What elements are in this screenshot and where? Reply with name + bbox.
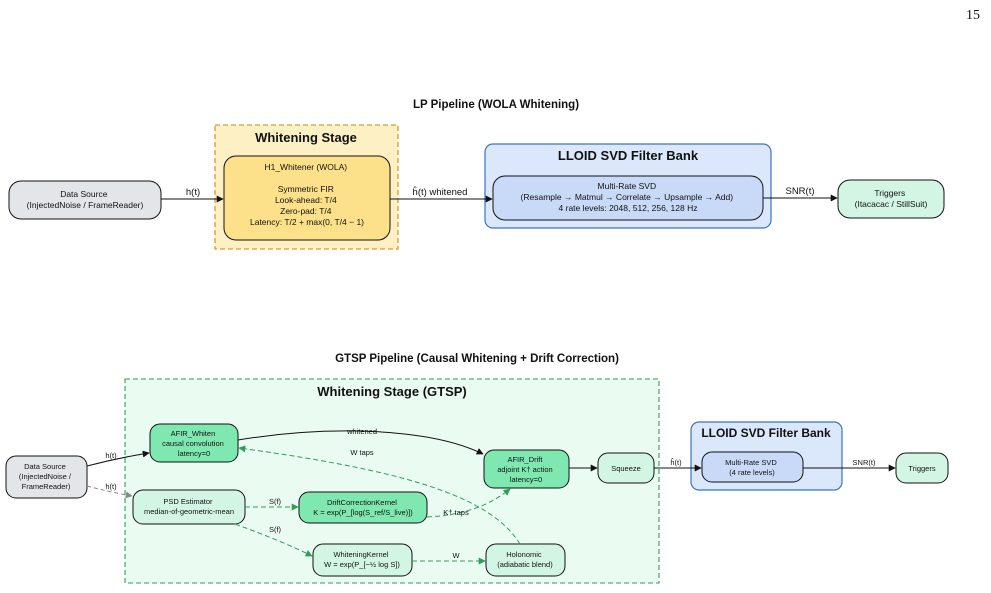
gtsp-edge-ktaps [426,488,511,518]
gtsp-edge-st2 [234,523,313,557]
gtsp-edge-wtaps [238,445,521,545]
gtsp-holonomic-line: (adiabatic blend) [497,560,553,569]
gtsp-drift-kernel-line: K = exp(P_[log(S_ref/S_live)]) [313,508,413,517]
lp-data-source-line: Data Source [60,189,108,199]
lp-svd-node[interactable]: Multi-Rate SVD (Resample → Matmul → Corr… [492,175,764,221]
svg-text:Data Source (InjectedNoi: Data Source (InjectedNoise / FrameReader… [27,189,144,210]
gtsp-whitening-kernel-node[interactable]: WhiteningKernel W = exp(P_[−½ log S]) [312,543,413,577]
lp-data-source-line: (InjectedNoise / FrameReader) [27,200,144,210]
gtsp-edge-whitened [237,430,484,455]
gtsp-svd-node[interactable]: Multi-Rate SVD (4 rate levels) [701,451,804,483]
svg-text:Data Source (InjectedNoi: Data Source (InjectedNoise / FrameReader… [19,462,73,491]
gtsp-whitening-kernel-line: W = exp(P_[−½ log S]) [324,560,400,569]
gtsp-edge-hhat-label: ĥ(t) [670,458,682,467]
lp-svd-line: 4 rate levels: 2048, 512, 256, 128 Hz [559,203,698,213]
svg-text:AFIR_Drift adjoint K† ac: AFIR_Drift adjoint K† action latency=0 [497,455,555,484]
svg-text:H1_Whitener (WOLA): H1_Whitener (WOLA) Symmetric FIR Look-ah… [250,162,364,227]
lp-triggers-line: (Itacacac / StillSuit) [855,199,928,209]
svg-text:Multi-Rate SVD (4 rate l: Multi-Rate SVD (4 rate levels) [725,458,779,477]
gtsp-edge-snr-label: SNR(t) [853,458,876,467]
gtsp-triggers-label: Triggers [908,464,935,473]
lp-whitener-line: Symmetric FIR [278,184,334,194]
gtsp-psd-line: median-of-geometric-mean [144,507,234,516]
lp-whitener-line: Look-ahead: T/4 [275,195,337,205]
gtsp-afir-drift-node[interactable]: AFIR_Drift adjoint K† action latency=0 [483,449,570,489]
svg-text:PSD Estimator median-of-: PSD Estimator median-of-geometric-mean [144,497,234,516]
gtsp-whitening-kernel-line: WhiteningKernel [333,550,388,559]
lp-whitener-node[interactable]: H1_Whitener (WOLA) Symmetric FIR Look-ah… [223,155,391,241]
gtsp-triggers-node[interactable]: Triggers [895,452,949,484]
lp-whitener-line: H1_Whitener (WOLA) [264,162,347,172]
svg-text:Holonomic (adiabatic ble: Holonomic (adiabatic blend) [497,550,553,569]
gtsp-afir-whiten-line: AFIR_Whiten [171,429,216,438]
lp-edge-whitened-label: ĥ(t) whitened [413,186,468,198]
gtsp-edge-ktaps-label: K† taps [443,508,469,517]
lp-triggers-node[interactable]: Triggers (Itacacac / StillSuit) [837,179,945,219]
lp-edge-h-label: h(t) [186,187,200,198]
gtsp-data-source-line: Data Source [24,462,66,471]
gtsp-pipeline-title: GTSP Pipeline (Causal Whitening + Drift … [335,353,619,365]
gtsp-squeeze-label: Squeeze [611,464,641,473]
gtsp-holonomic-node[interactable]: Holonomic (adiabatic blend) [485,543,566,577]
lp-edge-snr-label: SNR(t) [785,186,814,197]
gtsp-svd-line: Multi-Rate SVD [725,458,777,467]
lp-whitener-line: Zero-pad: T/4 [280,206,332,216]
gtsp-edge-h2 [86,485,133,499]
svg-text:AFIR_Whiten causal convo: AFIR_Whiten causal convolution latency=0 [162,429,226,458]
svg-text:Multi-Rate SVD (Resample: Multi-Rate SVD (Resample → Matmul → Corr… [521,181,736,213]
gtsp-edge-w-label: W [452,551,460,560]
gtsp-drift-kernel-node[interactable]: DriftCorrectionKernel K = exp(P_[log(S_r… [298,491,428,524]
svg-text:Triggers (Itacacac / Sti: Triggers (Itacacac / StillSuit) [855,188,928,209]
gtsp-data-source-node[interactable]: Data Source (InjectedNoise / FrameReader… [5,455,88,499]
gtsp-afir-drift-line: adjoint K† action [497,465,552,474]
gtsp-squeeze-node[interactable]: Squeeze [597,452,655,484]
lp-whitener-line: Latency: T/2 + max(0, T/4 − 1) [250,217,364,227]
gtsp-afir-whiten-line: causal convolution [162,439,224,448]
gtsp-psd-line: PSD Estimator [163,497,213,506]
gtsp-drift-kernel-line: DriftCorrectionKernel [327,498,397,507]
lp-data-source-node[interactable]: Data Source (InjectedNoise / FrameReader… [8,180,162,220]
gtsp-afir-whiten-line: latency=0 [178,449,210,458]
gtsp-afir-drift-line: latency=0 [510,475,542,484]
gtsp-edge-h2-label: h(t) [105,482,117,491]
gtsp-edge-st2-label: S(f) [269,525,282,534]
gtsp-whitening-stage-label: Whitening Stage (GTSP) [317,384,467,399]
svg-text:WhiteningKernel W = exp(: WhiteningKernel W = exp(P_[−½ log S]) [324,550,400,569]
lp-svd-line: Multi-Rate SVD [598,181,657,191]
gtsp-afir-drift-line: AFIR_Drift [507,455,543,464]
gtsp-lloid-label: LLOID SVD Filter Bank [701,426,831,440]
gtsp-edge-h1 [86,450,150,467]
gtsp-data-source-line: FrameReader) [22,482,71,491]
lp-triggers-line: Triggers [874,188,905,198]
lp-svd-line: (Resample → Matmul → Correlate → Upsampl… [521,192,734,202]
lp-pipeline-title: LP Pipeline (WOLA Whitening) [413,99,579,111]
gtsp-edge-st1-label: S(f) [269,497,282,506]
gtsp-edge-h1-label: h(t) [105,451,117,460]
lp-whitening-stage-label: Whitening Stage [255,130,357,145]
gtsp-psd-estimator-node[interactable]: PSD Estimator median-of-geometric-mean [132,489,246,525]
gtsp-data-source-line: (InjectedNoise / [19,472,72,481]
svg-text:DriftCorrectionKernel K: DriftCorrectionKernel K = exp(P_[log(S_r… [313,498,413,517]
gtsp-edge-wtaps-label: W taps [350,448,374,457]
lp-lloid-label: LLOID SVD Filter Bank [558,148,699,163]
gtsp-holonomic-line: Holonomic [506,550,542,559]
gtsp-edge-whitened-label: whitened [346,427,377,436]
page-number: 15 [966,8,980,23]
gtsp-afir-whiten-node[interactable]: AFIR_Whiten causal convolution latency=0 [149,423,239,463]
gtsp-svd-line: (4 rate levels) [729,468,775,477]
